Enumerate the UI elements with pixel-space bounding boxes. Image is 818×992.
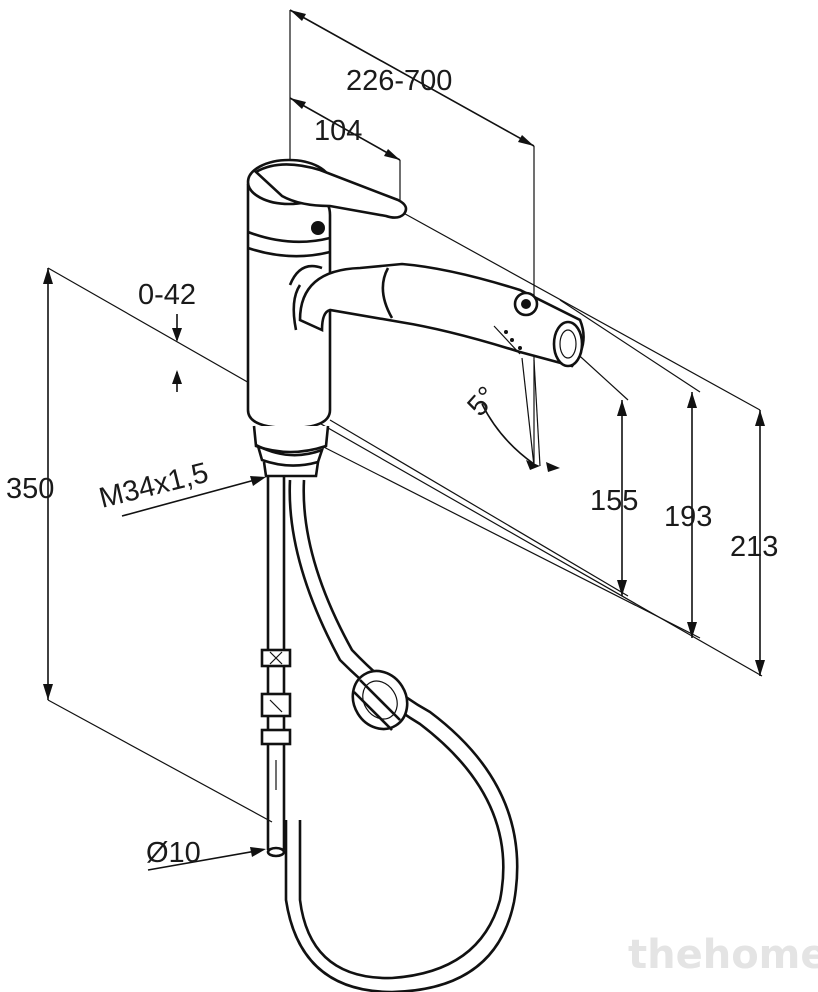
dimension-labels: 226-700 104 0-42 350 M34x1,5 Ø10 5° 155 … <box>6 65 778 869</box>
dim-swivel: 0-42 <box>138 279 196 311</box>
dim-total-height: 350 <box>6 473 54 505</box>
watermark: thehome <box>628 932 818 978</box>
faucet-body <box>246 158 585 478</box>
dimension-lines <box>43 9 765 871</box>
dim-reach: 226-700 <box>346 65 452 97</box>
supply-pipe <box>260 476 292 858</box>
dim-lever-reach: 104 <box>314 115 362 147</box>
dim-hose-diameter: Ø10 <box>146 837 201 869</box>
dim-overall-height: 213 <box>730 531 778 563</box>
dim-angle: 5° <box>461 381 503 423</box>
dim-thread: M34x1,5 <box>96 457 212 515</box>
pull-out-hose <box>284 479 519 992</box>
dim-spout-height: 193 <box>664 501 712 533</box>
dim-outlet-height: 155 <box>590 485 638 517</box>
